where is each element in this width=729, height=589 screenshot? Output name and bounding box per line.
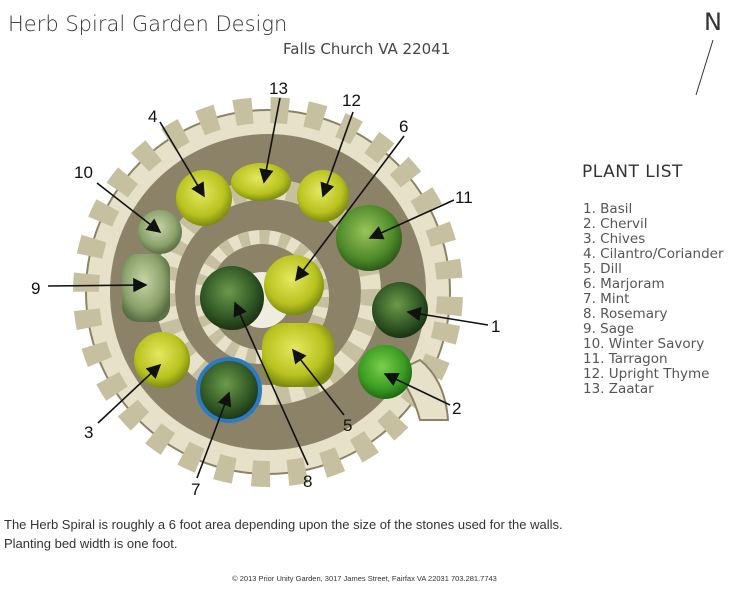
plant-list-item: 3. Chives [583,231,646,247]
callout-1: 1 [491,317,500,336]
callout-9: 9 [31,279,40,298]
callout-10: 10 [74,163,93,182]
callout-12: 12 [342,91,361,110]
callout-3: 3 [84,423,93,442]
plant-list-item: 11. Tarragon [583,351,668,367]
plant-list-item: 8. Rosemary [583,306,668,322]
plant-list-item: 5. Dill [583,261,622,277]
plant-dill [262,323,334,387]
page-subtitle: Falls Church VA 22041 [283,40,451,58]
plant-list-item: 2. Chervil [583,216,648,232]
callout-4: 4 [148,107,157,126]
plant-chives [134,332,190,388]
plant-list-title: PLANT LIST [582,162,683,182]
plant-rosemary [200,266,264,330]
plant-chervil [358,345,412,399]
plant-list-item: 10. Winter Savory [583,336,705,352]
plant-sage [122,254,170,322]
callout-arrows [47,97,489,479]
callout-11: 11 [455,188,473,207]
plant-mint [196,357,262,423]
callout-13: 13 [269,79,288,98]
plant-list-item: 7. Mint [583,291,630,307]
callout-6: 6 [399,117,408,136]
plant-basil [372,282,428,338]
plant-list-item: 13. Zaatar [583,381,654,397]
plant-list-item: 1. Basil [583,201,633,217]
plant-list: 1. Basil 2. Chervil 3. Chives 4. Cilantr… [583,202,724,397]
copyright-footer: © 2013 Prior Unity Garden, 3017 James St… [232,574,497,583]
plant-cilantro [176,170,232,226]
plant-list-item: 4. Cilantro/Coriander [583,246,724,262]
plant-list-item: 12. Upright Thyme [583,366,710,382]
plant-list-item: 9. Sage [583,321,634,337]
callout-7: 7 [191,480,200,499]
plant-marjoram [264,255,324,315]
plant-tarragon [336,205,402,271]
callout-8: 8 [303,472,312,491]
page-title: Herb Spiral Garden Design [8,12,288,36]
plant-zaatar [231,163,291,201]
callout-2: 2 [452,399,461,418]
north-arrow-line [695,39,714,96]
description-line-2: Planting bed width is one foot. [4,536,178,551]
description: The Herb Spiral is roughly a 6 foot area… [4,515,563,553]
plant-list-item: 6. Marjoram [583,276,665,292]
callout-5: 5 [343,416,352,435]
description-line-1: The Herb Spiral is roughly a 6 foot area… [4,517,563,532]
north-label: N [704,8,722,36]
